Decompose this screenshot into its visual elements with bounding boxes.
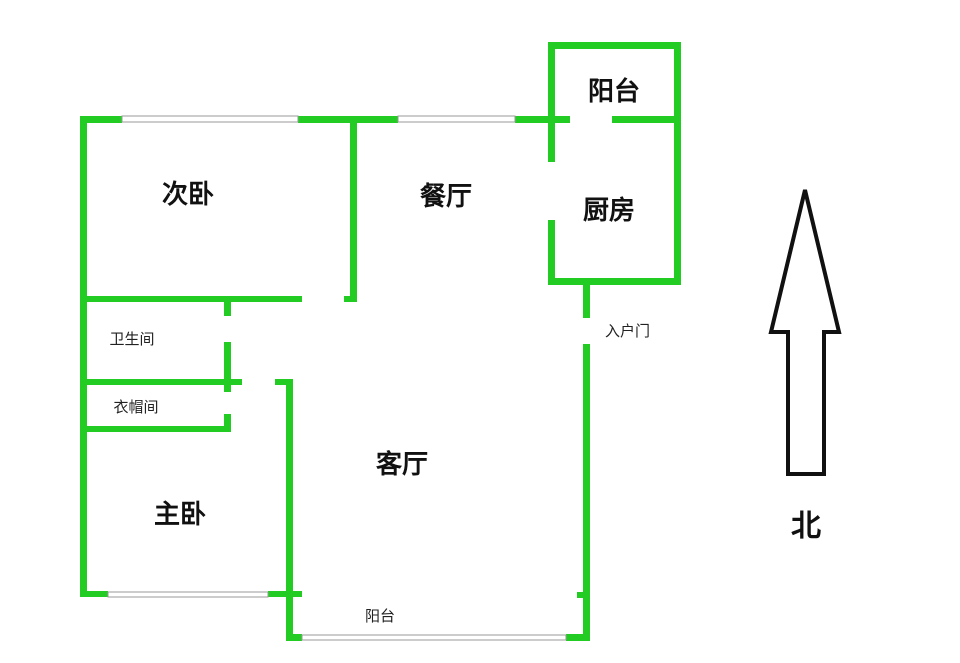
wall-right-living-stub <box>577 592 590 598</box>
room-second-bedroom: 次卧 <box>162 180 214 210</box>
wall-bottom-left <box>286 634 302 641</box>
wall-bedroom2-stub <box>344 296 357 302</box>
wall-kitchen-bottom <box>548 278 681 285</box>
north-arrow-icon <box>768 189 842 476</box>
room-dining: 餐厅 <box>420 182 472 212</box>
wall-kitchen-left-lower <box>548 220 555 284</box>
north-label: 北 <box>791 509 821 544</box>
wall-bedroom2-dining <box>350 116 357 302</box>
room-master-bedroom: 主卧 <box>154 500 206 530</box>
wall-living-stub <box>275 379 292 385</box>
wall-right-living <box>583 344 590 641</box>
wall-top-mid <box>298 116 398 123</box>
wall-cloak-bottom <box>80 426 231 432</box>
wall-balcony-top <box>548 42 681 49</box>
wall-left <box>80 116 87 597</box>
wall-kitchen-right <box>674 42 681 285</box>
window-dining <box>397 115 516 123</box>
wall-top-right <box>515 116 570 123</box>
window-balcony <box>301 634 567 641</box>
entrance-door-label: 入户门 <box>605 322 650 340</box>
room-bathroom: 卫生间 <box>109 330 154 348</box>
wall-kitchen-left-upper <box>548 42 555 162</box>
wall-bath-right-upper <box>224 296 231 316</box>
wall-bedroom2-bottom <box>80 296 302 302</box>
labels: 次卧 餐厅 阳台 厨房 卫生间 衣帽间 客厅 主卧 阳台 入户门 北 <box>109 76 821 625</box>
wall-entrance-upper <box>583 282 590 318</box>
room-balcony-top: 阳台 <box>588 76 640 107</box>
wall-top-left <box>80 116 122 123</box>
room-kitchen: 厨房 <box>583 196 635 226</box>
windows <box>107 115 567 641</box>
wall-master-bottom-left <box>80 591 108 597</box>
wall-bath-right-lower <box>224 342 231 392</box>
window-bedroom2 <box>121 115 299 123</box>
walls <box>80 42 681 641</box>
wall-bottom-right <box>566 634 590 641</box>
wall-master-bottom-right <box>268 591 302 597</box>
room-balcony-bottom: 阳台 <box>365 607 395 625</box>
room-living: 客厅 <box>376 449 428 480</box>
window-master <box>107 591 269 598</box>
wall-bath-bottom <box>80 379 242 385</box>
wall-cloak-right <box>224 414 231 432</box>
wall-living-left <box>286 379 293 641</box>
wall-balcony-kitchen-right <box>612 116 681 123</box>
room-cloakroom: 衣帽间 <box>113 398 158 416</box>
